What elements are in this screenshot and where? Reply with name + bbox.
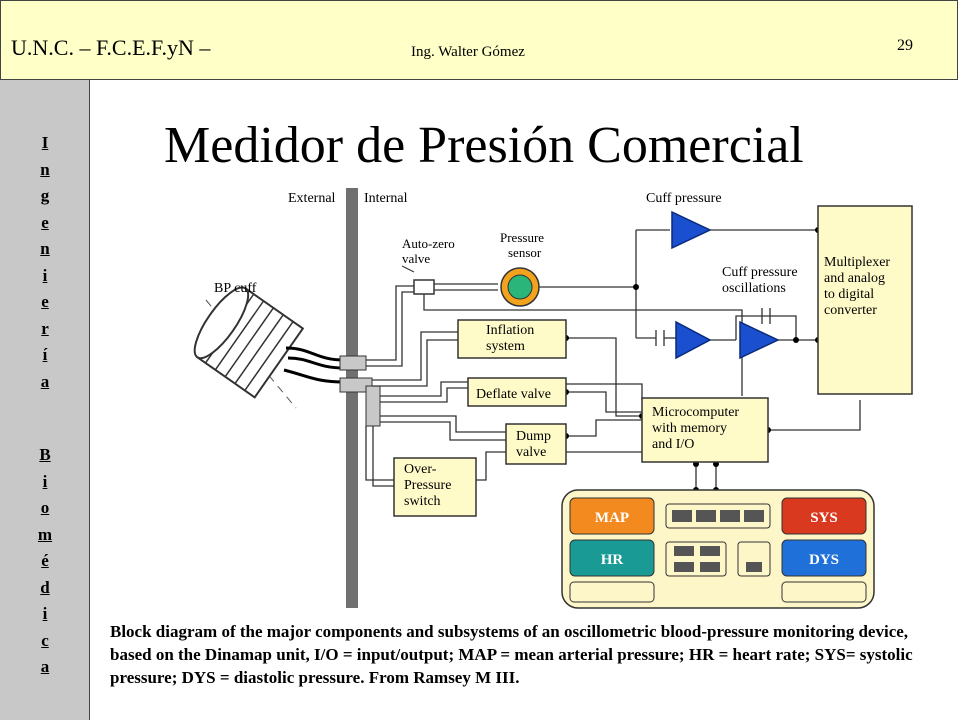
oscillation-amplifier-2 [739, 320, 780, 360]
microcomputer-box [641, 397, 769, 463]
wall-bar [346, 188, 358, 608]
pressure-sensor-core [507, 274, 533, 300]
bp-cuff [193, 286, 345, 409]
capacitors [655, 308, 771, 346]
deflate-valve-box [467, 377, 567, 407]
sidebar-letter: r [41, 318, 49, 338]
auto-zero-valve [413, 279, 435, 295]
sidebar-letter: g [40, 186, 50, 205]
signal-wires [423, 229, 861, 490]
multiplexer-label: Multiplexer and analog to digital conver… [824, 255, 894, 318]
auto-zero-label: Auto-zero valve [402, 236, 458, 266]
sidebar-letter: i [42, 265, 48, 285]
dys-display [781, 539, 867, 577]
external-label: External [288, 191, 336, 206]
microcomputer-label: Microcomputer with memory and I/O [652, 405, 743, 452]
sidebar-letter: é [41, 551, 49, 570]
sidebar-letter: e [41, 212, 49, 232]
over-pressure-label: Over- Pressure switch [404, 462, 455, 509]
sidebar-letter: i [42, 471, 48, 491]
sys-label: SYS [810, 510, 838, 526]
institution-label: U.N.C. – F.C.E.F.yN – [11, 35, 211, 60]
sidebar-letter: n [40, 239, 50, 258]
sys-display [781, 497, 867, 535]
figure-caption: Block diagram of the major components an… [110, 622, 913, 687]
dys-label: DYS [809, 552, 839, 568]
sidebar-letter: I [41, 133, 49, 152]
sidebar-letter: c [41, 630, 49, 650]
author-label: Ing. Walter Gómez [411, 44, 525, 60]
slide-title: Medidor de Presión Comercial [164, 117, 804, 174]
inflation-system-label: Inflation system [486, 323, 538, 354]
hr-display [569, 539, 655, 577]
sidebar-letter: m [37, 524, 53, 544]
sidebar-letter: í [42, 345, 48, 364]
sidebar-letter: o [40, 498, 50, 517]
slide-header: U.N.C. – F.C.E.F.yN – Ing. Walter Gómez … [0, 0, 958, 80]
bp-cuff-label: BP cuff [214, 281, 257, 296]
multiplexer-box [817, 205, 913, 395]
deflate-valve-label: Deflate valve [476, 387, 551, 402]
dump-valve-label: Dump valve [516, 429, 555, 460]
map-label: MAP [595, 510, 629, 526]
dump-valve-box [505, 423, 567, 465]
hr-label: HR [601, 552, 624, 568]
pressure-sensor-label: Pressure sensor [500, 230, 547, 260]
air-tubes [365, 283, 506, 487]
connector-upper [339, 355, 367, 371]
map-display [569, 497, 655, 535]
sidebar-letter: d [40, 577, 50, 597]
page-number: 29 [897, 37, 913, 54]
sidebar-letter: B [39, 445, 51, 464]
display-panel: MAP HR SYS DYS [561, 489, 875, 609]
cuff-pressure-label: Cuff pressure [646, 191, 722, 206]
block-diagram: External Internal BP cuff [193, 188, 913, 609]
sidebar-letter: a [40, 657, 50, 676]
sidebar-letter: i [42, 604, 48, 623]
internal-label: Internal [364, 191, 408, 206]
connector-lower [339, 377, 373, 393]
inflation-system-box [457, 319, 567, 359]
sidebar-letter: a [40, 371, 50, 391]
sidebar-letter: e [41, 292, 49, 311]
connector-down [365, 385, 381, 427]
cuff-oscillations-label: Cuff pressure oscillations [722, 265, 801, 296]
over-pressure-switch-box [393, 457, 477, 517]
cuff-pressure-amplifier [671, 210, 712, 250]
sidebar-letter: n [40, 159, 50, 179]
oscillation-amplifier-1 [675, 320, 712, 360]
